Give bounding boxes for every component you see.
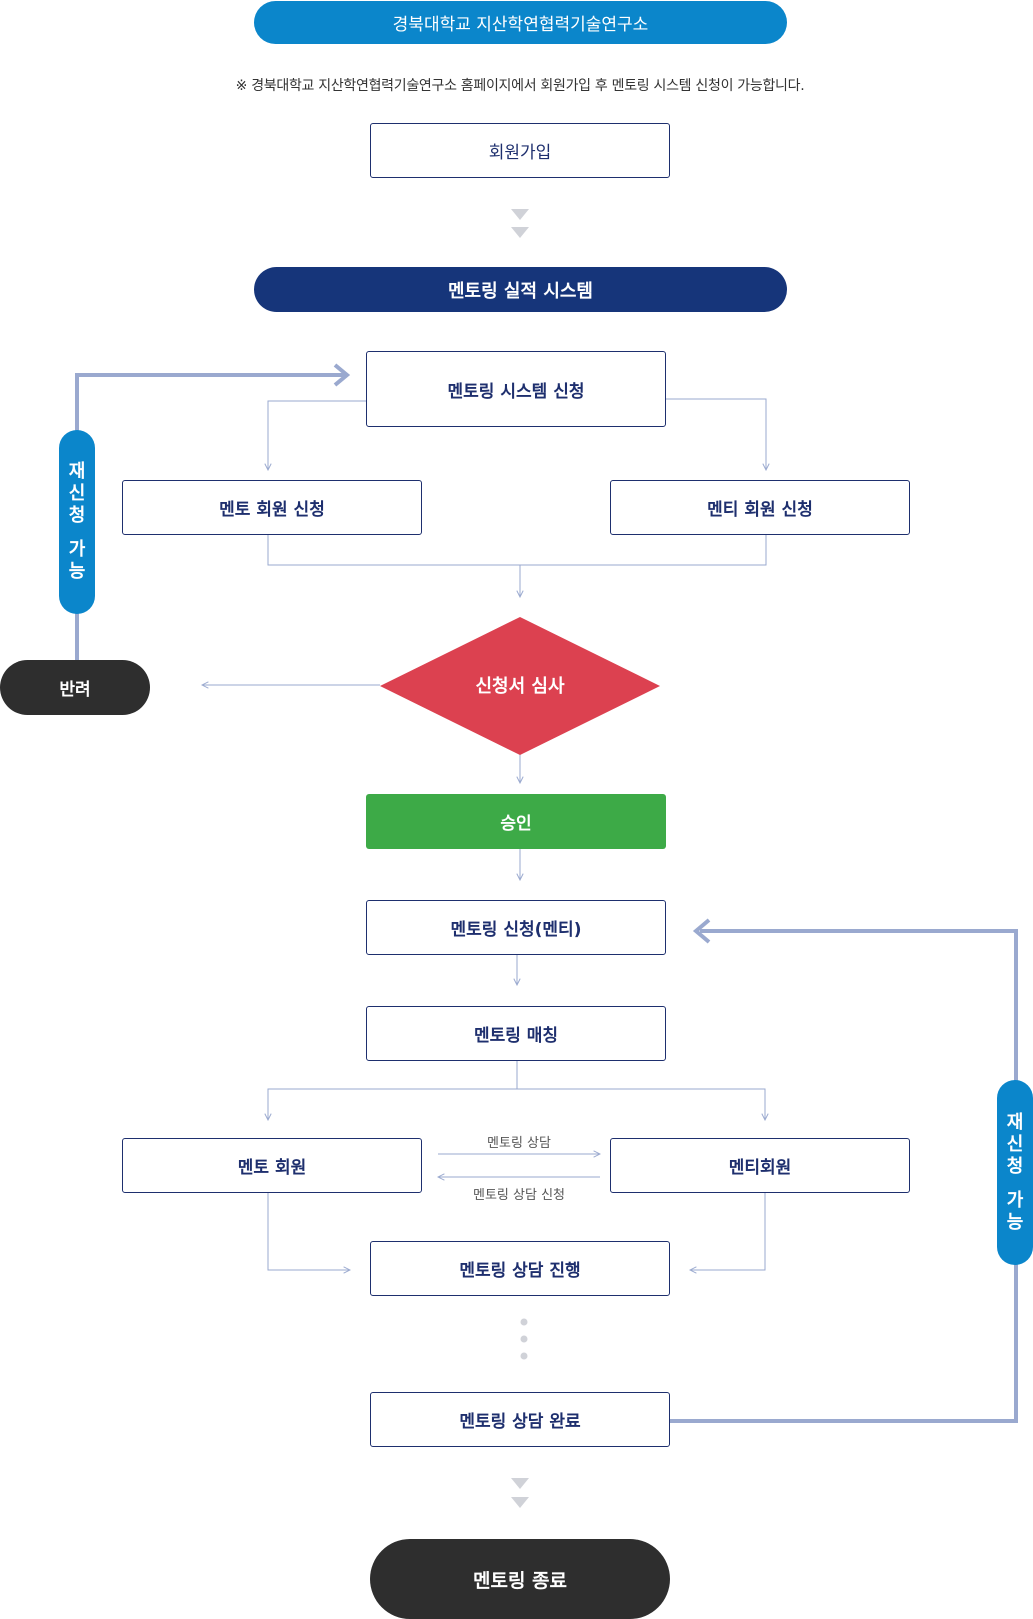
mentee-member-step[interactable]: 멘티회원	[610, 1138, 910, 1193]
signup-step[interactable]: 회원가입	[370, 123, 670, 178]
reapply-char: 청	[68, 505, 86, 526]
reapply-char: 신	[68, 483, 86, 504]
institute-title-pill: 경북대학교 지산학연협력기술연구소	[254, 1, 787, 44]
mentoring-apply-step[interactable]: 멘토링 신청(멘티)	[366, 900, 666, 955]
apply-system-step[interactable]: 멘토링 시스템 신청	[366, 351, 666, 427]
mentor-apply-step[interactable]: 멘토 회원 신청	[122, 480, 422, 535]
end-pill[interactable]: 멘토링 종료	[370, 1539, 670, 1619]
reapply-left-pill: 재 신 청 가 능	[59, 430, 95, 614]
mentor-member-step[interactable]: 멘토 회원	[122, 1138, 422, 1193]
mentee-apply-step[interactable]: 멘티 회원 신청	[610, 480, 910, 535]
reapply-char: 재	[1006, 1111, 1024, 1133]
reapply-char: 가	[1006, 1189, 1024, 1211]
consult-progress-step[interactable]: 멘토링 상담 진행	[370, 1241, 670, 1296]
mentoring-system-pill[interactable]: 멘토링 실적 시스템	[254, 267, 787, 312]
review-step[interactable]: 신청서 심사	[475, 676, 565, 697]
consult-apply-label: 멘토링 상담 신청	[473, 1188, 565, 1203]
consult-done-step[interactable]: 멘토링 상담 완료	[370, 1392, 670, 1447]
reapply-char: 신	[1006, 1133, 1024, 1155]
reject-pill[interactable]: 반려	[0, 660, 150, 715]
signup-note: ※ 경북대학교 지산학연협력기술연구소 홈페이지에서 회원가입 후 멘토링 시스…	[235, 78, 805, 94]
matching-step[interactable]: 멘토링 매칭	[366, 1006, 666, 1061]
reapply-char: 가	[68, 539, 86, 560]
reapply-char: 능	[1006, 1211, 1024, 1233]
reapply-char: 능	[68, 561, 86, 582]
reapply-right-pill: 재 신 청 가 능	[997, 1080, 1033, 1265]
reapply-char: 재	[68, 461, 86, 482]
consult-label: 멘토링 상담	[487, 1136, 551, 1151]
approve-step[interactable]: 승인	[366, 794, 666, 849]
institute-title: 경북대학교 지산학연협력기술연구소	[392, 15, 649, 35]
reapply-char: 청	[1006, 1155, 1024, 1177]
